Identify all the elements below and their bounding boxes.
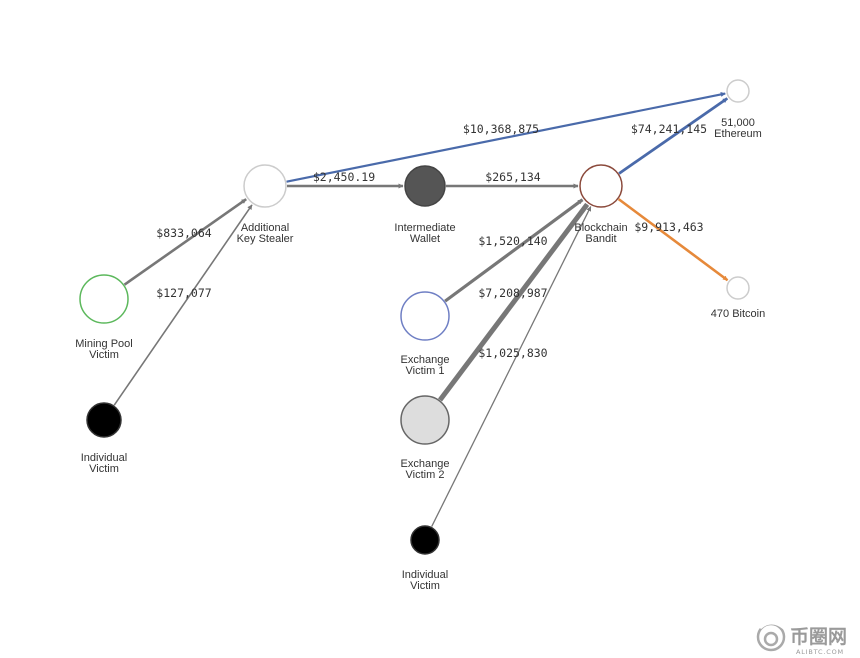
node-label-line: Bandit <box>585 233 616 245</box>
watermark-swirl-icon <box>756 621 786 652</box>
edge-label-aks-to-eth: $10,368,875 <box>463 122 539 136</box>
edge-ind2-to-bb <box>431 206 592 527</box>
node-ind2[interactable] <box>410 525 440 555</box>
node-label-line: 470 Bitcoin <box>711 308 765 320</box>
node-ev2[interactable] <box>400 395 450 445</box>
node-label-line: Exchange <box>401 458 450 470</box>
node-label-line: Victim <box>410 580 440 592</box>
node-label-line: Victim 2 <box>406 469 445 481</box>
node-label-line: Mining Pool <box>75 338 132 350</box>
edges-layer <box>113 91 729 527</box>
edge-label-aks-to-iw: $2,450.19 <box>313 170 375 184</box>
edge-ev2-to-bb <box>438 202 590 402</box>
node-label-line: Ethereum <box>714 128 762 140</box>
edge-label-bb-to-eth: $74,241,145 <box>631 122 707 136</box>
node-iw[interactable] <box>404 165 446 207</box>
node-label-line: Victim 1 <box>406 365 445 377</box>
node-label-line: Intermediate <box>394 222 455 234</box>
node-label-btc: 470 Bitcoin <box>711 308 765 320</box>
edge-label-mining-to-aks: $833,064 <box>156 226 211 240</box>
edge-mining-to-aks <box>123 198 247 286</box>
node-label-line: Victim <box>89 463 119 475</box>
node-label-line: Individual <box>402 569 448 581</box>
node-label-line: Individual <box>81 452 127 464</box>
node-bb[interactable] <box>579 164 623 208</box>
watermark-logo: 币圈网 ALIBTC.COM <box>756 621 847 656</box>
edge-label-iw-to-bb: $265,134 <box>485 170 540 184</box>
edge-bb-to-btc <box>617 198 729 282</box>
edge-ind1-to-aks <box>113 204 253 406</box>
node-ind1[interactable] <box>86 402 122 438</box>
node-btc[interactable] <box>726 276 750 300</box>
node-ev1[interactable] <box>400 291 450 341</box>
edge-label-ind2-to-bb: $1,025,830 <box>478 346 547 360</box>
node-label-line: Victim <box>89 349 119 361</box>
node-eth[interactable] <box>726 79 750 103</box>
node-label-line: Exchange <box>401 354 450 366</box>
edge-label-bb-to-btc: $9,913,463 <box>634 220 703 234</box>
node-label-line: Wallet <box>410 233 440 245</box>
node-label-line: Blockchain <box>574 222 627 234</box>
edge-aks-to-eth <box>286 91 726 183</box>
node-aks[interactable] <box>243 164 287 208</box>
edge-ev1-to-bb <box>444 198 584 303</box>
edge-labels-layer: $833,064 $127,077 $10,368,875 $2,450.19 $265… <box>156 122 707 360</box>
edge-label-ev1-to-bb: $1,520,140 <box>478 234 547 248</box>
node-label-line: 51,000 <box>721 117 755 129</box>
edge-label-ind1-to-aks: $127,077 <box>156 286 211 300</box>
node-mining[interactable] <box>79 274 129 324</box>
watermark-subtext: ALIBTC.COM <box>796 648 844 656</box>
edge-label-ev2-to-bb: $7,208,987 <box>478 286 547 300</box>
node-label-line: Additional <box>241 222 289 234</box>
edge-bb-to-eth <box>618 97 729 175</box>
watermark-text: 币圈网 <box>790 626 847 648</box>
node-label-line: Key Stealer <box>237 233 294 245</box>
